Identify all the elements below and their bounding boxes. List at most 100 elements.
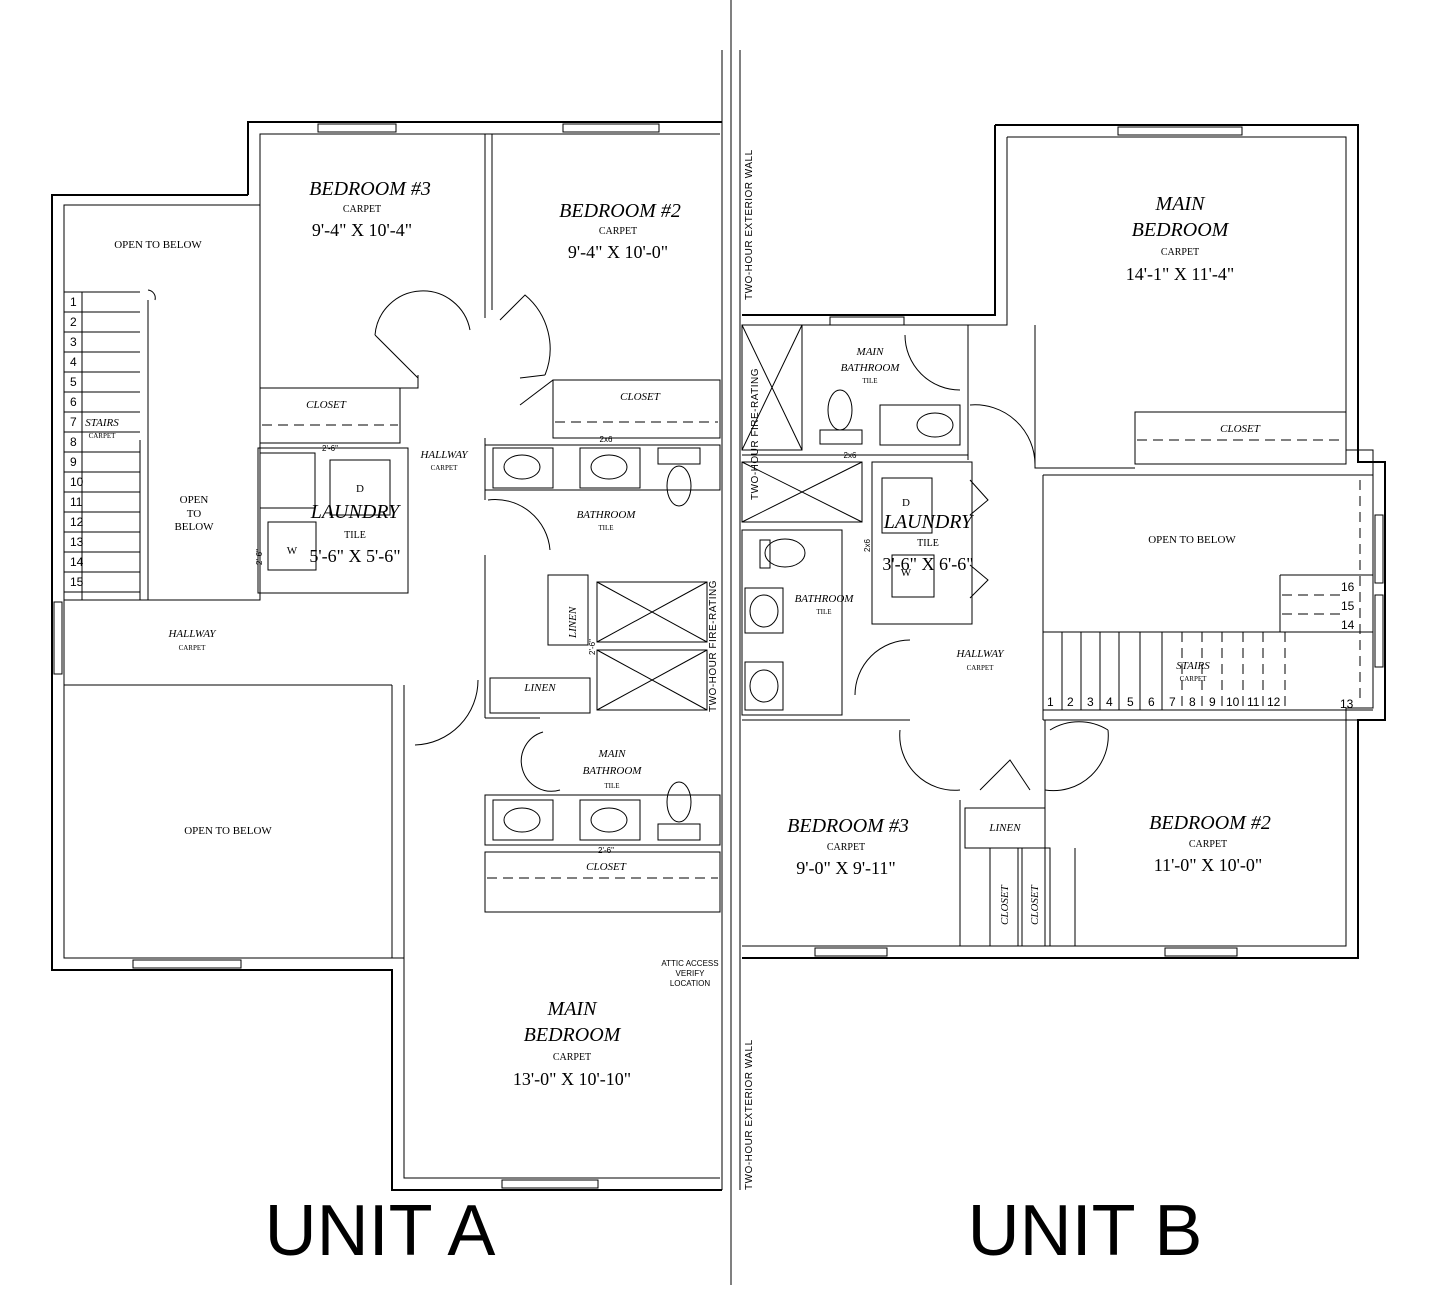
b-hallway-name: HALLWAY: [955, 648, 1005, 660]
b-laundry-size: 3'-6" X 6'-6": [882, 554, 973, 574]
attic-access-2: VERIFY: [676, 969, 706, 978]
b-stairs-name: STAIRS: [1176, 660, 1210, 672]
stair-step: 4: [70, 355, 77, 369]
unit-a-labels: BEDROOM #3 CARPET 9'-4" X 10'-4" BEDROOM…: [70, 178, 719, 1089]
stair-step: 5: [1127, 695, 1134, 709]
exterior-wall-label-top: TWO-HOUR EXTERIOR WALL: [744, 149, 755, 300]
unit-b-walls: [741, 124, 1386, 959]
bedroom2-finish: CARPET: [599, 226, 637, 237]
open-to-below-2b: TO: [187, 508, 202, 520]
b-stairs-finish: CARPET: [1180, 675, 1208, 683]
hallway-upper-name: HALLWAY: [419, 449, 469, 461]
b-bedroom2-name: BEDROOM #2: [1149, 812, 1271, 834]
party-wall: [721, 0, 741, 1285]
stair-step: 6: [1148, 695, 1155, 709]
bedroom3-name: BEDROOM #3: [309, 178, 431, 200]
attic-access-1: ATTIC ACCESS: [661, 959, 718, 968]
stair-step: 8: [1189, 695, 1196, 709]
hallway-lower-finish: CARPET: [179, 644, 207, 652]
open-to-below-2a: OPEN: [180, 494, 209, 506]
main-bathroom-finish: TILE: [604, 782, 619, 790]
b-main-bedroom-finish: CARPET: [1161, 247, 1199, 258]
main-bathroom-name1: MAIN: [598, 748, 627, 760]
linen2-label: LINEN: [523, 682, 556, 694]
bedroom3-finish: CARPET: [343, 204, 381, 215]
stair-step: 10: [1226, 695, 1240, 709]
bedroom3-size: 9'-4" X 10'-4": [312, 220, 412, 240]
washer-mark: W: [287, 545, 298, 557]
main-bathroom-name2: BATHROOM: [583, 765, 643, 777]
stair-step: 1: [1047, 695, 1054, 709]
closet3-label: CLOSET: [586, 861, 627, 873]
stair-step: 5: [70, 375, 77, 389]
stairs-a-name: STAIRS: [85, 417, 119, 429]
b-main-bathroom-finish: TILE: [862, 377, 877, 385]
b-open-to-below: OPEN TO BELOW: [1148, 534, 1236, 546]
open-to-below-2c: BELOW: [174, 521, 214, 533]
b-bedroom2-finish: CARPET: [1189, 839, 1227, 850]
stair-step: 14: [70, 555, 84, 569]
stair-step: 15: [1341, 599, 1355, 613]
unit-a-stairs: [64, 291, 140, 600]
shower-dim: 2'-6": [588, 639, 597, 655]
main-bedroom-size: 13'-0" X 10'-10": [513, 1069, 631, 1089]
laundry-size: 5'-6" X 5'-6": [309, 546, 400, 566]
stair-step: 10: [70, 475, 84, 489]
stairs-a-numbers: 1 2 3 4 5 6 7 8 9 10 11 12 13 14 15: [70, 295, 84, 589]
stair-step: 1: [70, 295, 77, 309]
b-main-bedroom-name1: MAIN: [1155, 193, 1207, 215]
b-dryer-mark: D: [902, 497, 910, 509]
fire-rating-label-b: TWO-HOUR FIRE-RATING: [750, 368, 761, 500]
b-bedroom3-size: 9'-0" X 9'-11": [796, 858, 896, 878]
stair-step: 14: [1341, 618, 1355, 632]
b-hallway-finish: CARPET: [967, 664, 995, 672]
stair-step: 13: [1340, 697, 1354, 711]
laundry-name: LAUNDRY: [310, 501, 401, 523]
b-main-bedroom-size: 14'-1" X 11'-4": [1126, 264, 1235, 284]
unit-a-doors: [147, 289, 561, 792]
b-main-bathroom-name1: MAIN: [856, 346, 885, 358]
b-laundry-dim1: 2x6: [844, 451, 857, 460]
b-bathroom-name: BATHROOM: [795, 593, 855, 605]
hallway-upper-finish: CARPET: [431, 464, 459, 472]
laundry-dim2: 2'-6": [255, 549, 264, 565]
stair-step: 12: [1267, 695, 1281, 709]
b-bedroom3-name: BEDROOM #3: [787, 815, 909, 837]
b-closet1-label: CLOSET: [999, 884, 1011, 925]
stairs-a-finish: CARPET: [89, 432, 117, 440]
bedroom2-name: BEDROOM #2: [559, 200, 681, 222]
b-stairs-numbers: 1 2 3 4 5 6 7 8 9 10 11 12 13 16 15 14: [1047, 580, 1355, 711]
unit-a-walls: [51, 121, 722, 1191]
b-bathroom-finish: TILE: [816, 608, 831, 616]
closet2-label: CLOSET: [620, 391, 661, 403]
stair-step: 16: [1341, 580, 1355, 594]
b-laundry-name: LAUNDRY: [883, 511, 974, 533]
stair-step: 7: [1169, 695, 1176, 709]
b-linen-label: LINEN: [988, 822, 1021, 834]
stair-step: 11: [70, 495, 83, 509]
unit-b-labels: MAIN BEDROOM CARPET 14'-1" X 11'-4" CLOS…: [787, 193, 1354, 925]
fire-rating-label-a: TWO-HOUR FIRE-RATING: [708, 580, 719, 712]
bathroom-finish: TILE: [598, 524, 613, 532]
b-laundry-dim2: 2x6: [863, 539, 872, 552]
stair-step: 15: [70, 575, 84, 589]
dryer-mark: D: [356, 483, 364, 495]
stair-step: 9: [1209, 695, 1216, 709]
unit-b-doors: [854, 334, 1109, 792]
main-bedroom-name1: MAIN: [547, 998, 599, 1020]
stair-step: 4: [1106, 695, 1113, 709]
b-laundry-finish: TILE: [917, 538, 939, 549]
open-to-below-1: OPEN TO BELOW: [114, 239, 202, 251]
stair-step: 6: [70, 395, 77, 409]
exterior-wall-label-bottom: TWO-HOUR EXTERIOR WALL: [744, 1039, 755, 1190]
stair-step: 2: [70, 315, 77, 329]
main-bathroom-dim: 2'-6": [598, 846, 614, 855]
laundry-finish: TILE: [344, 530, 366, 541]
unit-a-title: UNIT A: [265, 1191, 496, 1271]
unit-b-title: UNIT B: [968, 1191, 1203, 1271]
stair-step: 2: [1067, 695, 1074, 709]
b-bedroom3-finish: CARPET: [827, 842, 865, 853]
b-closet-main: CLOSET: [1220, 423, 1261, 435]
attic-access-3: LOCATION: [670, 979, 711, 988]
bedroom2-size: 9'-4" X 10'-0": [568, 242, 668, 262]
